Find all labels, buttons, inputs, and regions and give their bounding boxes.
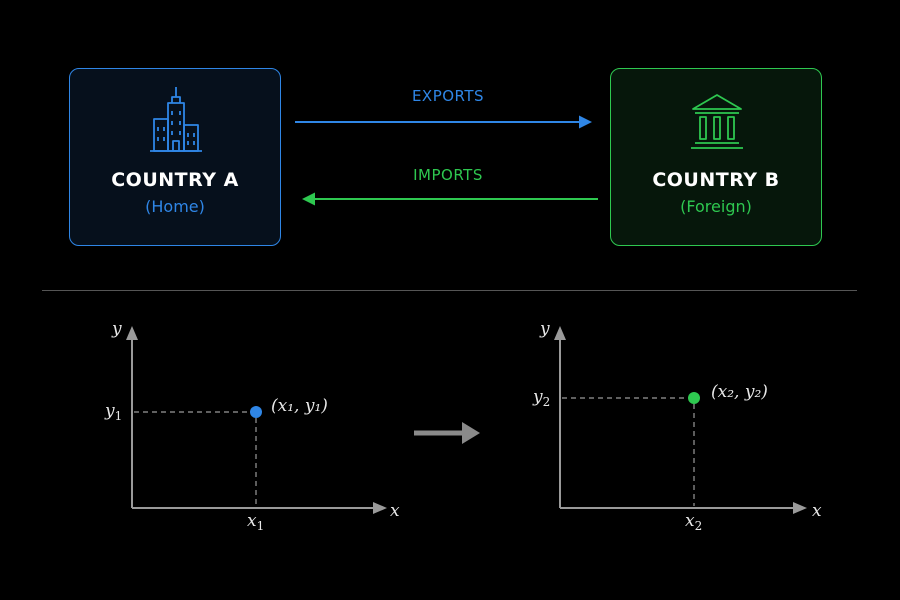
right-y-axis-label: y	[539, 319, 550, 339]
left-graph: y x y1 x1 (x₁, y₁)	[104, 319, 400, 533]
bank-building-icon	[691, 94, 743, 149]
country-a-subtitle: (Home)	[145, 197, 205, 216]
country-b-box: COUNTRY B (Foreign)	[610, 68, 822, 246]
imports-label: IMPORTS	[413, 166, 483, 184]
country-b-subtitle: (Foreign)	[680, 197, 752, 216]
left-y-axis-label: y	[111, 319, 122, 339]
point-2-label: (x₂, y₂)	[711, 382, 768, 402]
exports-arrow	[295, 115, 592, 129]
x2-tick-label: x2	[685, 511, 702, 533]
transition-arrow	[414, 422, 480, 444]
exports-label: EXPORTS	[411, 87, 485, 105]
country-a-name: COUNTRY A	[111, 169, 239, 191]
city-skyline-icon	[150, 87, 202, 152]
y2-tick-label: y2	[532, 387, 550, 409]
left-x-axis-label: x	[390, 501, 400, 521]
point-1-marker	[250, 406, 262, 418]
point-1-label: (x₁, y₁)	[271, 396, 328, 416]
point-2-marker	[688, 392, 700, 404]
y1-tick-label: y1	[104, 401, 122, 423]
right-x-axis-label: x	[812, 501, 822, 521]
x1-tick-label: x1	[247, 511, 264, 533]
section-divider	[42, 290, 857, 291]
right-graph: y x y2 x2 (x₂, y₂)	[532, 319, 822, 533]
country-a-box: COUNTRY A (Home)	[69, 68, 281, 246]
country-b-name: COUNTRY B	[652, 169, 780, 191]
imports-arrow	[302, 192, 598, 206]
